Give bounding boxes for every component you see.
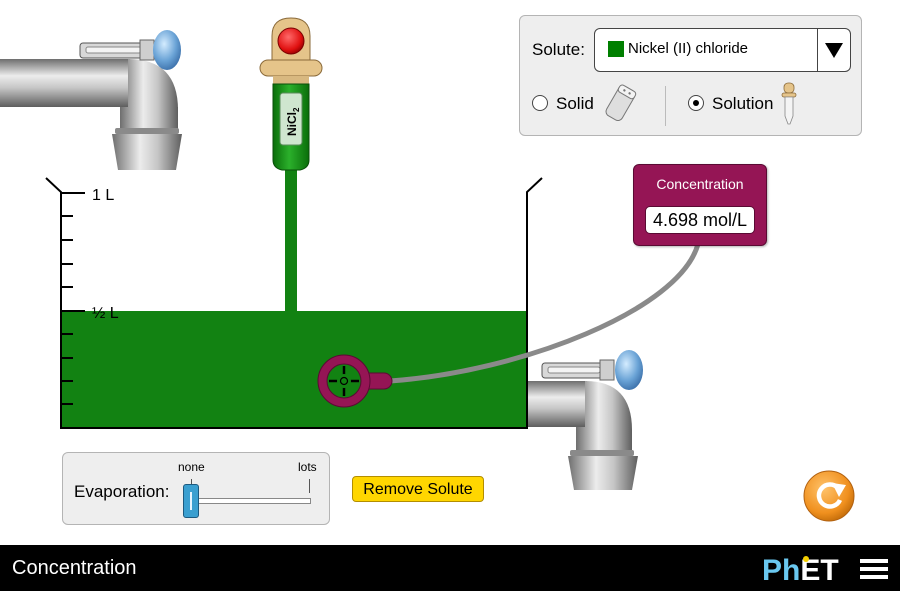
solute-combo-box[interactable]: Nickel (II) chloride [594, 28, 851, 72]
navigation-bar: Concentration PhET [0, 545, 900, 591]
meter-probe-wire [387, 241, 701, 384]
solvent-faucet[interactable] [0, 30, 182, 170]
dropper-icon [781, 82, 797, 125]
reset-icon [816, 482, 843, 509]
concentration-probe[interactable] [317, 354, 393, 408]
phet-logo[interactable]: PhET [762, 555, 852, 583]
solution-radio[interactable] [688, 95, 704, 111]
remove-solute-button[interactable]: Remove Solute [352, 476, 484, 502]
beaker-label-1L: 1 L [92, 187, 114, 204]
solute-dropdown-button[interactable] [817, 29, 850, 71]
solvent-faucet-knob-icon[interactable] [153, 30, 181, 70]
solute-panel: Solute: Nickel (II) chloride Solid Solut… [519, 15, 862, 136]
solute-selected-name: Nickel (II) chloride [628, 40, 749, 57]
evaporation-slider-thumb[interactable] [183, 484, 199, 518]
drain-faucet-knob-icon[interactable] [615, 350, 643, 390]
solution-label[interactable]: Solution [712, 94, 774, 113]
evaporation-slider-track[interactable] [191, 498, 311, 504]
dropper-label: NiCl2 [285, 107, 301, 136]
beaker [45, 177, 543, 429]
beaker-label-half-L: ½ L [92, 305, 119, 322]
meter-value: 4.698 mol/L [645, 206, 755, 234]
meter-title: Concentration [656, 176, 744, 192]
solute-label: Solute: [532, 40, 585, 59]
evaporation-max-label: lots [298, 460, 317, 474]
slider-tick-max [309, 479, 310, 493]
sim-play-area: 1 L ½ L NiCl2 [0, 17, 855, 522]
evaporation-panel: Evaporation: none lots [62, 452, 330, 525]
phet-logo-text: PhET [762, 555, 839, 583]
reset-all-button[interactable] [803, 470, 855, 522]
solid-label[interactable]: Solid [556, 94, 594, 113]
evaporation-label: Evaporation: [74, 482, 170, 501]
dropper-stream [285, 168, 297, 313]
beaker-ticks [61, 192, 85, 405]
solid-radio[interactable] [532, 95, 548, 111]
panel-divider [665, 86, 666, 126]
concentration-meter[interactable]: Concentration 4.698 mol/L [633, 164, 767, 246]
drain-faucet[interactable] [527, 350, 643, 490]
dropper[interactable]: NiCl2 [259, 17, 323, 171]
menu-hamburger-icon[interactable] [860, 559, 888, 580]
solute-color-swatch [608, 41, 624, 57]
evaporation-min-label: none [178, 460, 205, 474]
sim-title: Concentration [12, 557, 137, 579]
shaker-icon [605, 84, 637, 122]
dropper-button-icon[interactable] [277, 27, 305, 55]
triangle-down-icon [825, 43, 843, 58]
beaker-solution [61, 311, 527, 427]
